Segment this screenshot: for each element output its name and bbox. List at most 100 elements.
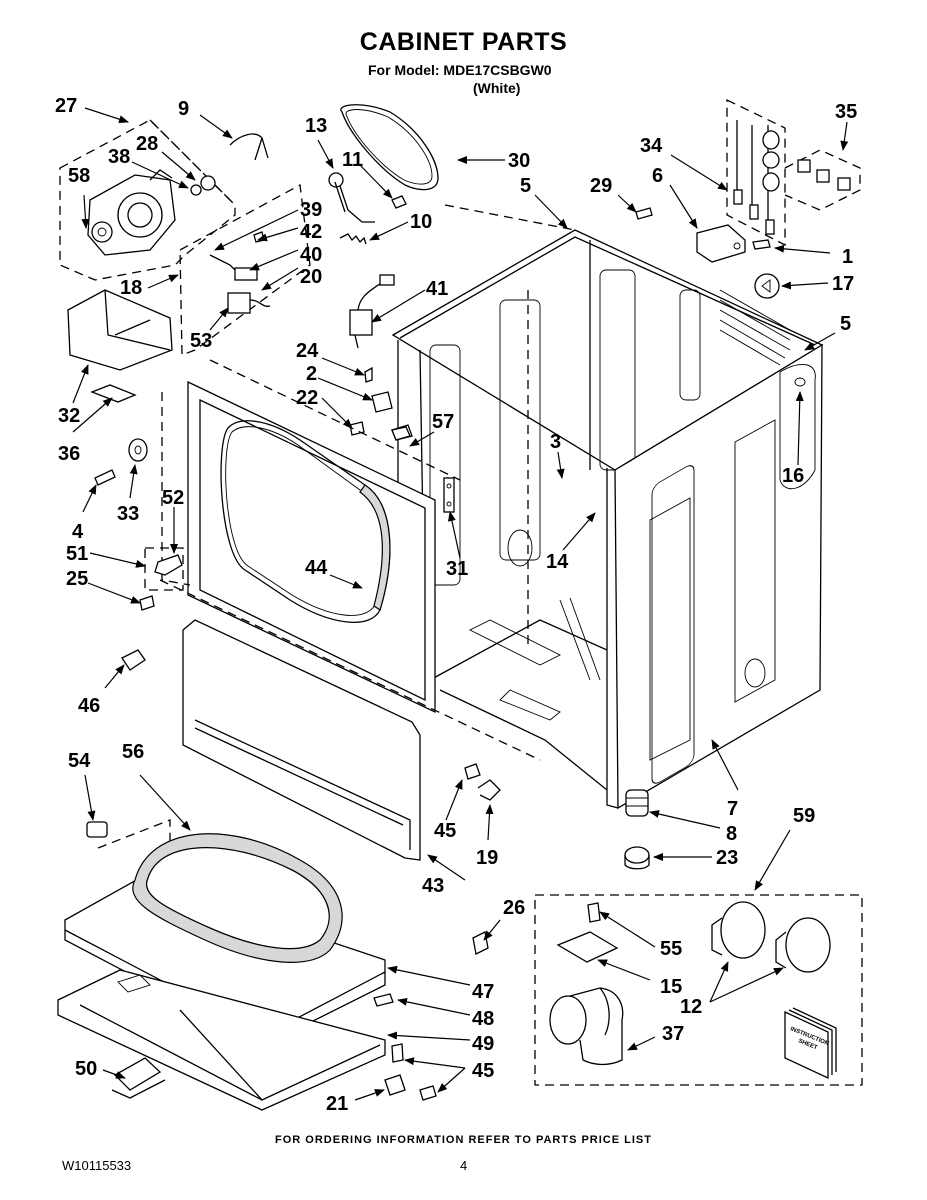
clip-26 (472, 931, 489, 955)
callout-24: 24 (296, 340, 319, 362)
screw-45a (464, 763, 481, 780)
instruction-sheet: INSTRUCTION SHEET (784, 1007, 837, 1080)
strain-relief (754, 273, 780, 299)
callout-15: 15 (660, 976, 682, 998)
callout-8: 8 (726, 823, 737, 845)
kit-plate-15 (556, 931, 619, 963)
drive-belt (340, 104, 439, 191)
callout-32: 32 (58, 405, 80, 427)
callout-9: 9 (178, 98, 189, 120)
toe-panel (182, 619, 421, 861)
front-panel (187, 380, 436, 714)
base-frame-49 (57, 969, 386, 1111)
callout-3: 3 (550, 431, 561, 453)
callout-labels: 27 9 28 38 58 13 11 30 10 5 29 6 34 35 1… (55, 95, 857, 1115)
motor-group-outline (59, 119, 236, 281)
door-catch-57 (391, 426, 411, 441)
page-number: 4 (460, 1158, 468, 1173)
callout-51: 51 (66, 543, 88, 565)
callout-6: 6 (652, 165, 663, 187)
callout-31: 31 (446, 558, 468, 580)
document-number: W10115533 (62, 1158, 132, 1173)
callout-28: 28 (136, 133, 158, 155)
door-switch (349, 274, 395, 349)
callout-50: 50 (75, 1058, 97, 1080)
callout-13: 13 (305, 115, 327, 137)
callout-22: 22 (296, 387, 318, 409)
callout-16: 16 (782, 465, 804, 487)
callout-49: 49 (472, 1033, 494, 1055)
callout-10: 10 (410, 211, 432, 233)
callout-30: 30 (508, 150, 530, 172)
drum-seal-56 (132, 833, 343, 963)
callout-4: 4 (72, 521, 84, 543)
callout-14: 14 (546, 551, 569, 573)
callout-54: 54 (68, 750, 91, 772)
screws-45b (391, 1043, 437, 1101)
clip-46 (121, 649, 146, 671)
callout-25: 25 (66, 568, 88, 590)
front-panel-dashed (159, 359, 541, 761)
callout-2: 2 (306, 363, 317, 385)
callout-36: 36 (58, 443, 80, 465)
lint-bracket-31 (443, 477, 455, 513)
exhaust-caps-12 (711, 901, 831, 973)
switch-group-outline (179, 183, 311, 356)
callout-34: 34 (640, 135, 663, 157)
callout-46: 46 (78, 695, 100, 717)
callout-21: 21 (326, 1093, 348, 1115)
exhaust-kit-outline (534, 894, 863, 1086)
kit-screw-55 (587, 902, 601, 923)
motor-base-bracket (67, 289, 173, 371)
vent-louvers (719, 289, 791, 366)
callout-47: 47 (472, 981, 494, 1003)
foot-50 (111, 1057, 166, 1099)
callout-35: 35 (835, 101, 857, 123)
callout-39: 39 (300, 199, 322, 221)
leveling-leg-8 (625, 789, 649, 817)
pulley-nut (190, 175, 216, 196)
center-dashed-line (444, 204, 576, 645)
foot-pad-23 (624, 846, 650, 870)
callout-59: 59 (793, 805, 815, 827)
callout-40: 40 (300, 244, 322, 266)
wire-nuts (797, 159, 851, 191)
callout-45a: 45 (434, 820, 456, 842)
idler-pulley (328, 172, 375, 223)
callout-18: 18 (120, 277, 142, 299)
callout-52: 52 (162, 487, 184, 509)
callout-27: 27 (55, 95, 77, 117)
callout-43: 43 (422, 875, 444, 897)
screw-4 (94, 469, 116, 486)
page-title: CABINET PARTS (359, 28, 568, 56)
idler-spring (339, 233, 367, 245)
callout-45b: 45 (472, 1060, 494, 1082)
screw-48 (373, 993, 394, 1007)
callout-20: 20 (300, 266, 322, 288)
terminal-wires (733, 120, 780, 235)
callout-55: 55 (660, 938, 682, 960)
callout-5a: 5 (520, 175, 531, 197)
callout-29: 29 (590, 175, 612, 197)
clip-52-group (144, 547, 184, 591)
terminal-block (696, 224, 746, 263)
callout-33: 33 (117, 503, 139, 525)
callout-26: 26 (503, 897, 525, 919)
callout-5b: 5 (840, 313, 851, 335)
callout-19: 19 (476, 847, 498, 869)
screw-25 (139, 595, 155, 611)
callout-11: 11 (342, 149, 363, 171)
motor-clamp (229, 133, 269, 161)
callout-44: 44 (305, 557, 328, 579)
callout-38: 38 (108, 146, 130, 168)
callout-56: 56 (122, 741, 144, 763)
model-color: (White) (473, 80, 521, 96)
ordering-note: FOR ORDERING INFORMATION REFER TO PARTS … (275, 1134, 652, 1146)
callout-48: 48 (472, 1008, 494, 1030)
callout-57: 57 (432, 411, 454, 433)
elbow-duct-37 (549, 987, 624, 1066)
terminal-screw (752, 239, 771, 250)
washer-33 (128, 438, 148, 462)
callout-41: 41 (426, 278, 448, 300)
leader-arrows (72, 107, 849, 1101)
